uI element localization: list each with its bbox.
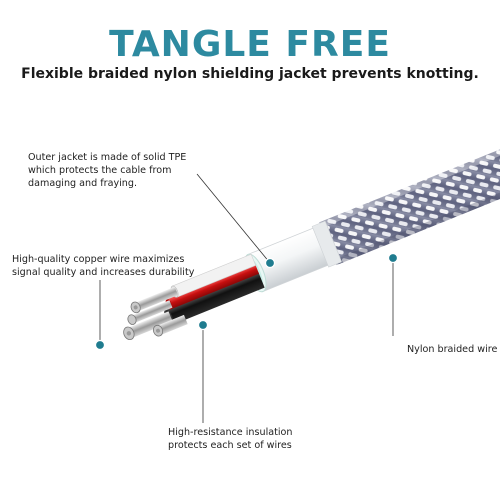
copper-wire-callout: High-quality copper wire maximizes signa…	[12, 254, 195, 278]
outer-jacket-callout: Outer jacket is made of solid TPE which …	[28, 152, 187, 189]
page-title: TANGLE FREE	[109, 24, 391, 65]
page-subtitle: Flexible braided nylon shielding jacket …	[21, 66, 479, 82]
nylon-braid	[319, 136, 500, 266]
copper-pointer-dot	[94, 339, 106, 351]
nylon-callout: Nylon braided wire	[407, 344, 498, 355]
callout-leaders	[94, 173, 399, 423]
ground-wire	[152, 314, 188, 337]
insulation-pointer-dot	[197, 319, 209, 331]
red-wire	[127, 263, 260, 325]
white-wire	[130, 253, 257, 314]
jacket-pointer-dot	[264, 257, 276, 269]
nylon-pointer-dot	[387, 252, 399, 264]
insulation-callout: High-resistance insulation protects each…	[168, 427, 293, 451]
